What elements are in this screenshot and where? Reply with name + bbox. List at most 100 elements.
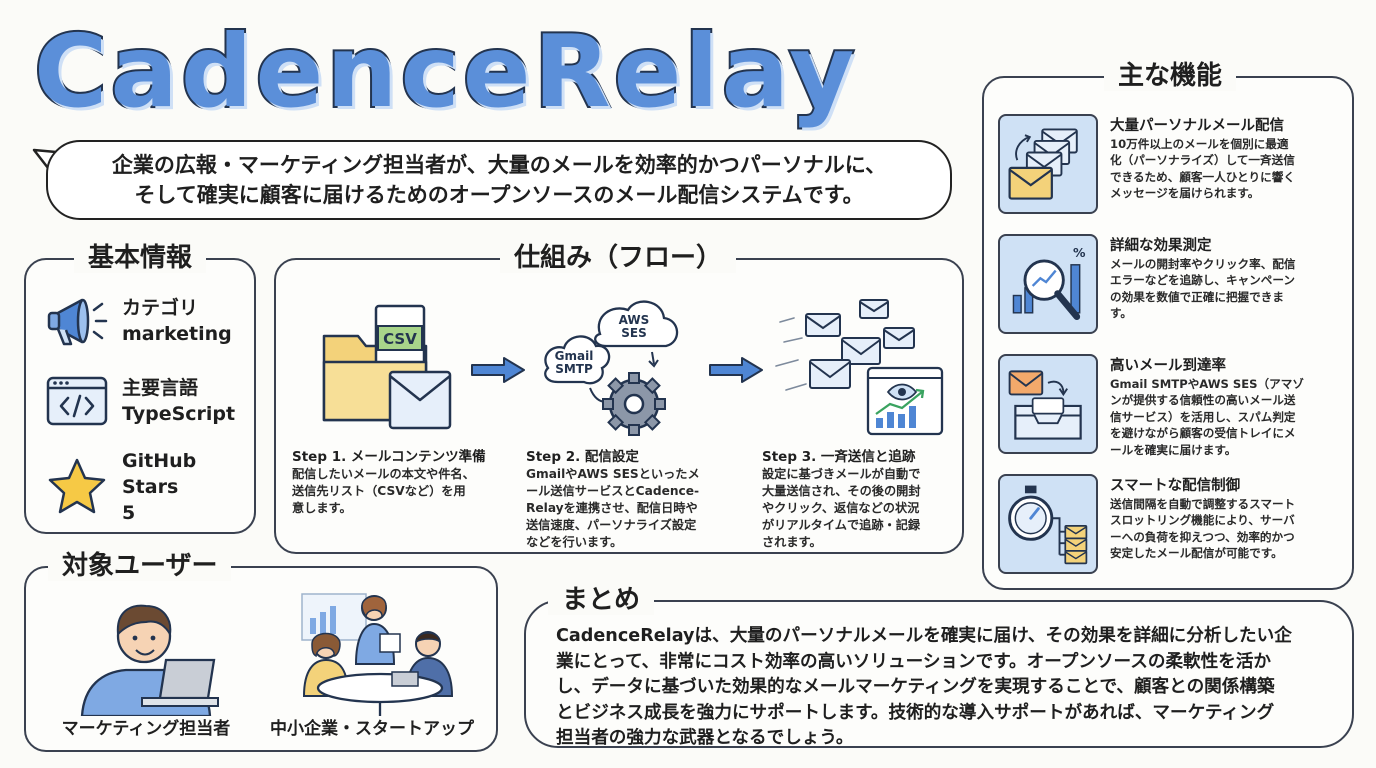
feature-3-line-1: Gmail SMTPやAWS SES（アマゾ: [1110, 377, 1304, 391]
feature-1-title: 大量パーソナルメール配信: [1110, 118, 1284, 134]
summary-line-4: とビジネス成長を強力にサポートします。技術的な導入サポートがあれば、マーケティン…: [556, 702, 1275, 723]
feature-1-line-4: メッセージを届けられます。: [1110, 186, 1260, 201]
percent-glyph: %: [1073, 245, 1086, 260]
features-panel: 主な機能 大量パーソナルメール配信 10万件以上のメールを個別に最適 化（パーソ…: [982, 61, 1354, 590]
feature-2-line-4: す。: [1110, 306, 1133, 321]
info-category: カテゴリ marketing: [44, 288, 232, 354]
feature-4-line-3: ーへの負荷を抑えつつ、効率的かつ: [1110, 529, 1295, 544]
feature-3-line-5: ールを確実に届けます。: [1110, 442, 1237, 457]
step-2-line-2: ール送信サービスとCadence-: [526, 484, 700, 498]
step-3: Step 3. 一斉送信と追跡 設定に基づきメールが自動で 大量送信され、その後…: [762, 448, 962, 551]
feature-2-line-1: メールの開封率やクリック率、配信: [1110, 257, 1296, 271]
target-users-panel: 対象ユーザー マーケティング担当者 中小企業・スタートアップ: [24, 551, 498, 752]
magnifier-chart-icon: %: [998, 234, 1098, 334]
summary-line-2: 業にとって、非常にコスト効率の高いソリューションです。オープンソースの柔軟性を活…: [556, 651, 1272, 672]
info-stars-text: GitHub Stars 5: [122, 448, 254, 526]
info-stars-label: GitHub Stars: [122, 450, 197, 498]
feature-2-line-3: の効果を数値で正確に把握できま: [1110, 289, 1284, 304]
step-2-line-5: などを行います。: [526, 535, 623, 549]
feature-deliverability-text: 高いメール到達率 Gmail SMTPやAWS SES（アマゾ ンが提供する信頼…: [1110, 354, 1304, 466]
feature-2-line-2: エラーなどを追跡し、キャンペーン: [1110, 273, 1295, 288]
step-3-line-2: 大量送信され、その後の開封: [762, 484, 921, 498]
basic-info-heading: 基本情報: [74, 243, 207, 273]
feature-1-line-1: 10万件以上のメールを個別に最適: [1110, 137, 1289, 151]
flow-heading: 仕組み（フロー）: [500, 243, 737, 273]
summary-text: CadenceRelayは、大量のパーソナルメールを確実に届け、その効果を詳細に…: [556, 624, 1316, 752]
inbox-icon: [998, 354, 1098, 454]
feature-3-title: 高いメール到達率: [1110, 358, 1226, 374]
feature-bulk-mail: 大量パーソナルメール配信 10万件以上のメールを個別に最適 化（パーソナライズ）…: [998, 114, 1350, 226]
feature-4-line-4: 安定したメール配信が可能です。: [1110, 546, 1283, 561]
feature-analytics: % 詳細な効果測定 メールの開封率やクリック率、配信 エラーなどを追跡し、キャン…: [998, 234, 1350, 346]
info-category-text: カテゴリ marketing: [122, 295, 232, 347]
folder-csv-icon: CSV: [322, 304, 452, 430]
step-1: Step 1. メールコンテンツ準備 配信したいメールの本文や件名、 送信先リス…: [292, 448, 502, 517]
code-window-icon: [46, 376, 108, 426]
feature-throttling-text: スマートな配信制御 送信間隔を自動で調整するスマート スロットリング機能により、…: [1110, 474, 1295, 586]
step-2-line-4: 送信速度、パーソナライズ設定: [526, 518, 697, 532]
step-1-title: Step 1. メールコンテンツ準備: [292, 449, 486, 465]
intro-line-2: そして確実に顧客に届けるためのオープンソースのメール配信システムです。: [134, 183, 864, 207]
step-2-line-1: GmailやAWS SESといったメ: [526, 467, 700, 481]
step-1-line-1: 配信したいメールの本文や件名、: [292, 467, 475, 481]
intro-bubble: 企業の広報・マーケティング担当者が、大量のメールを効率的かつパーソナルに、 そし…: [46, 140, 952, 220]
mail-stack-icon: [998, 114, 1098, 214]
step-3-line-3: やクリック、返信などの状況: [762, 501, 920, 515]
step-3-line-1: 設定に基づきメールが自動で: [762, 467, 921, 481]
feature-bulk-mail-text: 大量パーソナルメール配信 10万件以上のメールを個別に最適 化（パーソナライズ）…: [1110, 114, 1295, 226]
app-title: CadenceRelay: [32, 11, 858, 132]
megaphone-icon: [47, 298, 108, 346]
feature-analytics-text: 詳細な効果測定 メールの開封率やクリック率、配信 エラーなどを追跡し、キャンペー…: [1110, 234, 1296, 346]
info-stars-value: 5: [122, 502, 136, 524]
step-2-line-3: Relayを連携させ、配信日時や: [526, 501, 698, 515]
info-language-text: 主要言語 TypeScript: [122, 375, 235, 427]
feature-4-title: スマートな配信制御: [1110, 478, 1241, 494]
summary-panel: まとめ CadenceRelayは、大量のパーソナルメールを確実に届け、その効果…: [524, 585, 1354, 748]
feature-3-line-4: を避けながら顧客の受信トレイにメ: [1110, 426, 1296, 441]
flow-arrow-1: [471, 357, 525, 383]
step-3-line-5: されます。: [762, 535, 822, 549]
feature-3-line-2: ンが提供する信頼性の高いメール送: [1110, 393, 1296, 408]
user-label-smb: 中小企業・スタートアップ: [270, 719, 474, 739]
feature-1-line-2: 化（パーソナライズ）して一斉送信: [1110, 153, 1295, 168]
feature-3-line-3: 信サービス）を活用し、スパム判定: [1110, 409, 1296, 424]
step-3-title: Step 3. 一斉送信と追跡: [762, 449, 916, 465]
step-1-line-3: 意します。: [292, 501, 352, 515]
person-laptop-icon: [80, 604, 219, 716]
feature-4-line-1: 送信間隔を自動で調整するスマート: [1110, 497, 1296, 511]
feature-throttling: スマートな配信制御 送信間隔を自動で調整するスマート スロットリング機能により、…: [998, 474, 1350, 586]
feature-deliverability: 高いメール到達率 Gmail SMTPやAWS SES（アマゾ ンが提供する信頼…: [998, 354, 1350, 466]
basic-info-panel: 基本情報 カテゴリ marketing 主要言語 TypeScript: [24, 243, 256, 534]
star-icon: [48, 458, 106, 514]
team-meeting-icon: [301, 593, 454, 716]
info-language: 主要言語 TypeScript: [44, 368, 235, 434]
mail-tracking-icon: [775, 299, 944, 436]
flow-arrow-2: [709, 357, 763, 383]
info-language-value: TypeScript: [122, 403, 236, 425]
target-users-heading: 対象ユーザー: [48, 551, 232, 581]
summary-line-3: し、データに基づいた効果的なメールマーケティングを実現することで、顧客との関係構…: [556, 677, 1275, 697]
step-2: Step 2. 配信設定 GmailやAWS SESといったメ ール送信サービス…: [526, 448, 736, 551]
intro-line-1: 企業の広報・マーケティング担当者が、大量のメールを効率的かつパーソナルに、: [111, 153, 887, 177]
features-heading: 主な機能: [1104, 61, 1237, 91]
info-stars: GitHub Stars 5: [44, 448, 254, 526]
info-category-value: marketing: [122, 323, 232, 345]
step-3-line-4: がリアルタイムで追跡・記録: [762, 518, 921, 532]
step-2-title: Step 2. 配信設定: [526, 449, 639, 465]
step-1-line-2: 送信先リスト（CSVなど）を用: [292, 484, 466, 498]
feature-2-title: 詳細な効果測定: [1110, 238, 1212, 254]
csv-label: CSV: [383, 330, 417, 348]
summary-line-5: 担当者の強力な武器となるでしょう。: [556, 728, 854, 748]
feature-4-line-2: スロットリング機能により、サーバ: [1110, 513, 1295, 528]
stopwatch-icon: [998, 474, 1098, 574]
summary-heading: まとめ: [548, 585, 655, 615]
info-language-label: 主要言語: [122, 377, 199, 399]
feature-1-line-3: できるため、顧客一人ひとりに響く: [1110, 169, 1295, 184]
info-category-label: カテゴリ: [122, 297, 199, 319]
user-label-marketer: マーケティング担当者: [61, 719, 231, 739]
summary-line-1: CadenceRelayは、大量のパーソナルメールを確実に届け、その効果を詳細に…: [556, 626, 1292, 646]
